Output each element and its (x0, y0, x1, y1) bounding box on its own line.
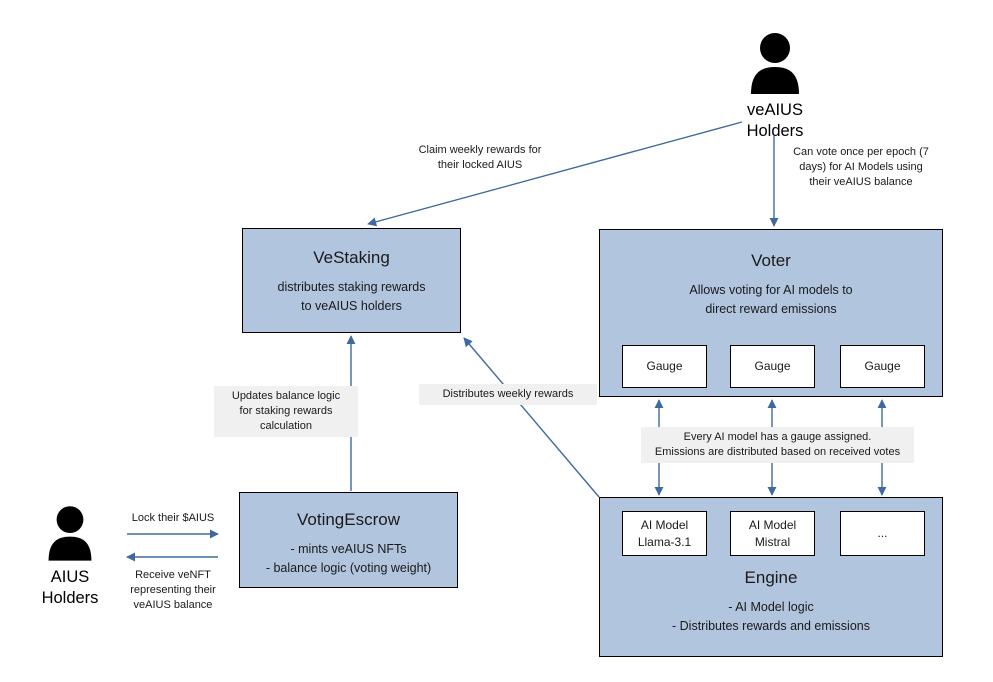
person-icon (751, 33, 799, 94)
arrow-distributes-rewards (463, 337, 600, 498)
actor-aius-holders: AIUS Holders (22, 505, 118, 608)
node-engine[interactable]: Engine - AI Model logic - Distributes re… (599, 497, 943, 657)
node-vestaking-title: VeStaking (313, 248, 390, 267)
edge-label-updates-balance-logic: Updates balance logic for staking reward… (214, 386, 358, 437)
edge-label-gauge-assignment: Every AI model has a gauge assigned. Emi… (641, 427, 914, 463)
node-engine-subtitle: - AI Model logic - Distributes rewards a… (672, 600, 870, 633)
node-voter[interactable]: Voter Allows voting for AI models to dir… (599, 229, 943, 397)
actor-veaius-holders-label: veAIUS Holders (746, 101, 804, 140)
node-votingescrow[interactable]: VotingEscrow - mints veAIUS NFTs - balan… (239, 492, 458, 588)
arrow-claim-rewards (367, 121, 743, 227)
edge-label-claim-weekly-rewards: Claim weekly rewards for their locked AI… (418, 144, 542, 171)
gauge-box-1-label: Gauge (646, 359, 683, 374)
node-voter-subtitle: Allows voting for AI models to direct re… (689, 283, 853, 316)
gauge-box-3-label: Gauge (864, 359, 901, 374)
gauge-box-2-label: Gauge (754, 359, 791, 374)
ai-model-box-2-label: AI Model Mistral (748, 518, 797, 549)
node-votingescrow-subtitle: - mints veAIUS NFTs - balance logic (vot… (265, 542, 432, 575)
actor-aius-holders-label: AIUS Holders (41, 568, 99, 607)
gauge-box-1[interactable]: Gauge (622, 345, 707, 388)
gauge-box-3[interactable]: Gauge (840, 345, 925, 388)
ai-model-box-1-label: AI Model Llama-3.1 (637, 518, 692, 549)
edge-label-distributes-weekly-rewards: Distributes weekly rewards (419, 384, 597, 405)
node-vestaking-subtitle: distributes staking rewards to veAIUS ho… (277, 280, 426, 313)
ai-model-box-3-label: ... (877, 526, 888, 541)
actor-veaius-holders: veAIUS Holders (707, 32, 843, 141)
node-votingescrow-title: VotingEscrow (297, 510, 400, 529)
ai-model-box-1[interactable]: AI Model Llama-3.1 (622, 511, 707, 556)
edge-label-vote-once-per-epoch: Can vote once per epoch (7 days) for AI … (793, 146, 929, 188)
ai-model-box-2[interactable]: AI Model Mistral (730, 511, 815, 556)
edge-label-receive-venft: Receive veNFT representing their veAIUS … (130, 569, 216, 611)
node-engine-title: Engine (744, 568, 798, 587)
ai-model-box-3[interactable]: ... (840, 511, 925, 556)
edge-label-lock-their-aius: Lock their $AIUS (131, 512, 215, 524)
person-icon (48, 506, 92, 561)
gauge-box-2[interactable]: Gauge (730, 345, 815, 388)
node-voter-title: Voter (751, 251, 791, 270)
node-vestaking[interactable]: VeStaking distributes staking rewards to… (242, 228, 461, 333)
